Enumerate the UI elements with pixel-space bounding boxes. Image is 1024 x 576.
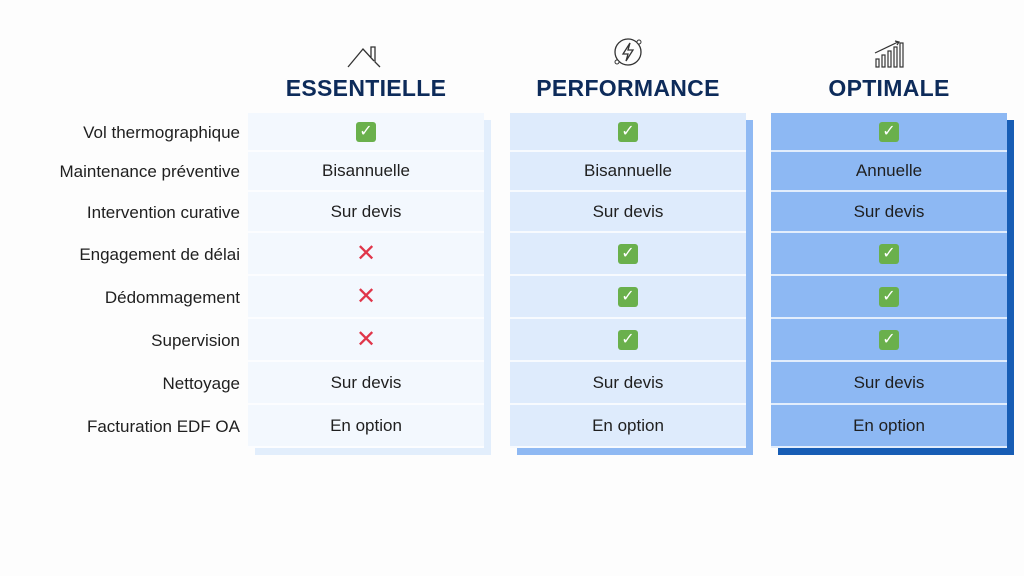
table-cell: Sur devis xyxy=(771,362,1007,405)
cell-value: Annuelle xyxy=(855,161,923,180)
check-icon: ✓ xyxy=(356,121,376,142)
row-label: Vol thermographique xyxy=(83,122,240,142)
check-icon: ✓ xyxy=(618,286,638,307)
table-cell: Annuelle xyxy=(771,152,1007,192)
table-cell: ✓ xyxy=(510,113,746,152)
table-cell: ✓ xyxy=(510,319,746,362)
check-icon: ✓ xyxy=(618,329,638,350)
cell-value: Sur devis xyxy=(330,372,402,392)
cell-value: Bisannuelle xyxy=(584,161,672,180)
table-cell: ✓ xyxy=(771,113,1007,152)
cell-value: Bisannuelle xyxy=(322,161,410,180)
table-cell: Bisannuelle xyxy=(248,152,484,192)
table-cell: ✓ xyxy=(510,276,746,319)
plan-title: PERFORMANCE xyxy=(536,75,720,101)
check-icon: ✓ xyxy=(618,121,638,142)
check-icon: ✓ xyxy=(879,121,899,142)
table-cell: Sur devis xyxy=(248,362,484,405)
cell-value: Sur devis xyxy=(592,201,664,221)
table-cell: ✕ xyxy=(248,233,484,276)
table-cell: En option xyxy=(771,405,1007,448)
plan-header: PERFORMANCE xyxy=(510,35,746,102)
table-cell: Sur devis xyxy=(510,362,746,405)
check-icon: ✓ xyxy=(879,243,899,264)
table-cell: ✓ xyxy=(771,276,1007,319)
check-icon: ✓ xyxy=(879,286,899,307)
row-label: Nettoyage xyxy=(162,373,241,393)
table-cell: Sur devis xyxy=(248,192,484,233)
table-cell: ✓ xyxy=(510,233,746,276)
row-label: Supervision xyxy=(151,330,240,350)
table-cell: ✓ xyxy=(771,319,1007,362)
growth-chart-icon xyxy=(771,35,1007,69)
row-label: Maintenance préventive xyxy=(59,162,240,181)
plan-title: OPTIMALE xyxy=(828,75,950,101)
table-cell: Bisannuelle xyxy=(510,152,746,192)
plan-header: ESSENTIELLE xyxy=(248,35,484,102)
cross-icon: ✕ xyxy=(355,325,377,353)
cell-value: Sur devis xyxy=(853,372,925,392)
cell-value: En option xyxy=(330,415,402,435)
plan-title: ESSENTIELLE xyxy=(285,75,447,101)
cell-value: Sur devis xyxy=(592,372,664,392)
cell-value: Sur devis xyxy=(853,201,925,221)
row-label: Intervention curative xyxy=(86,202,240,222)
table-cell: ✓ xyxy=(771,233,1007,276)
table-cell: ✕ xyxy=(248,319,484,362)
table-cell: Sur devis xyxy=(771,192,1007,233)
lightning-circle-icon xyxy=(510,35,746,69)
check-icon: ✓ xyxy=(879,329,899,350)
table-cell: ✓ xyxy=(248,113,484,152)
cross-icon: ✕ xyxy=(355,239,377,267)
table-cell: ✕ xyxy=(248,276,484,319)
house-icon xyxy=(248,35,484,69)
plan-header: OPTIMALE xyxy=(771,35,1007,102)
table-cell: Sur devis xyxy=(510,192,746,233)
table-cell: En option xyxy=(510,405,746,448)
row-label: Facturation EDF OA xyxy=(86,416,240,436)
cell-value: Sur devis xyxy=(330,201,402,221)
check-icon: ✓ xyxy=(618,243,638,264)
row-label: Dédommagement xyxy=(104,287,240,307)
cell-value: En option xyxy=(592,415,664,435)
cross-icon: ✕ xyxy=(355,282,377,310)
row-label: Engagement de délai xyxy=(79,244,240,264)
table-cell: En option xyxy=(248,405,484,448)
cell-value: En option xyxy=(853,415,925,435)
